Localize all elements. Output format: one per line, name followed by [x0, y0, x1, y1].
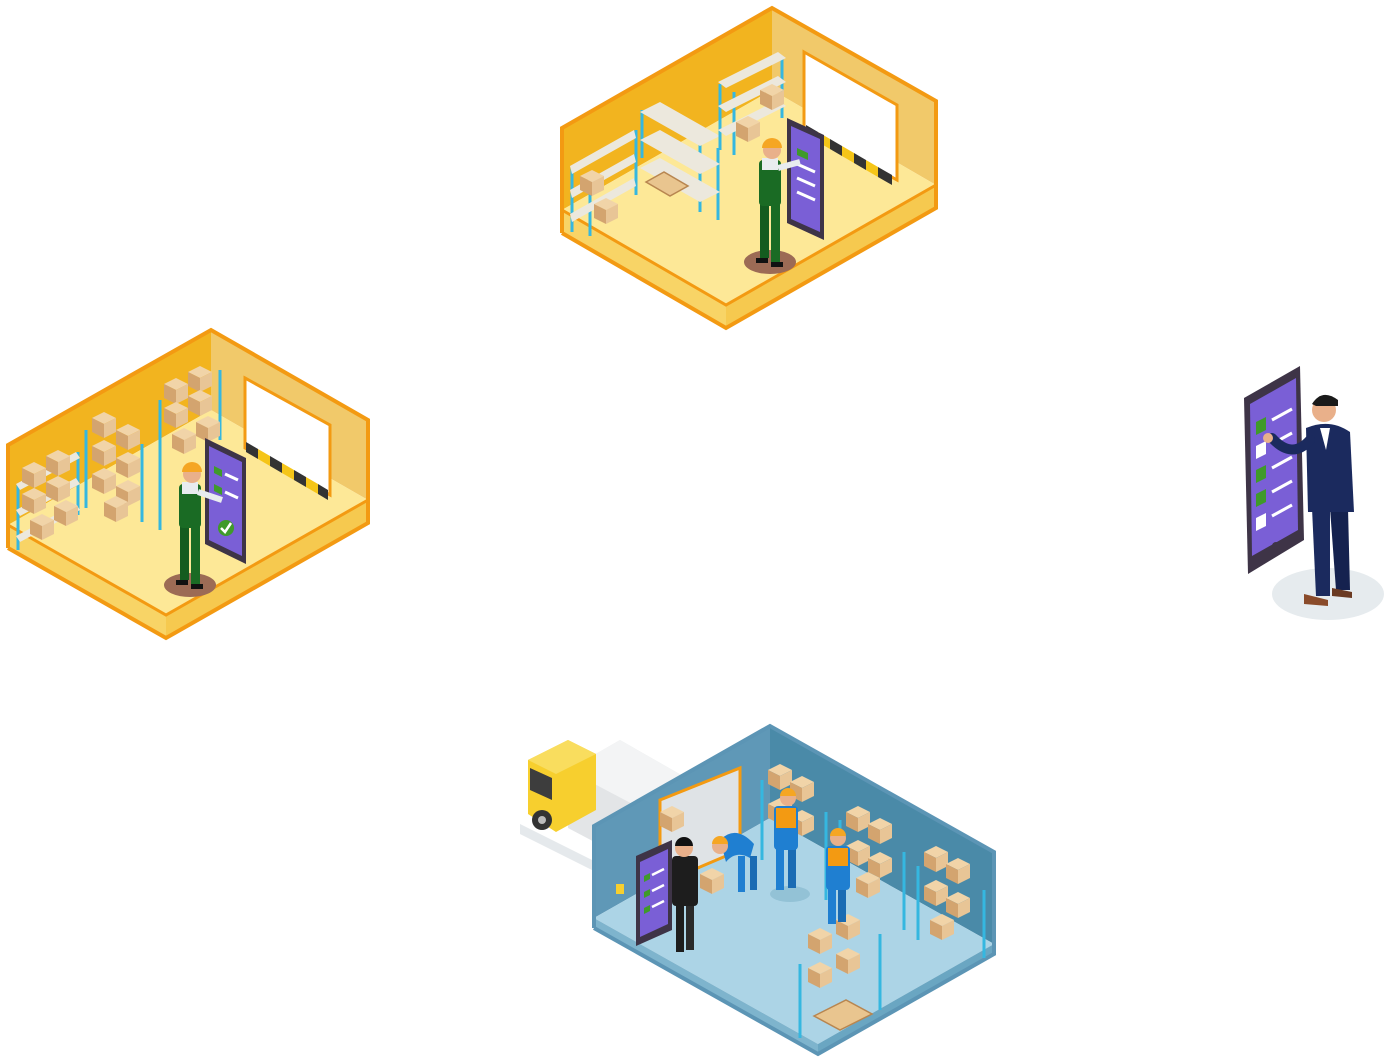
shelf-unit — [916, 866, 986, 958]
tablet-screen-icon — [787, 118, 824, 240]
tablet-screen-icon — [636, 840, 672, 946]
shelf-unit — [640, 102, 720, 220]
shelf-unit — [798, 934, 882, 1038]
room-floor-front — [562, 210, 726, 328]
tablet-screen-icon — [205, 438, 246, 564]
room-floor-front — [8, 525, 166, 638]
stocked-warehouse-room — [6, 327, 370, 641]
manager-with-tablet — [1244, 366, 1384, 620]
hazard-stripes — [246, 442, 328, 500]
room-floor-side — [818, 944, 994, 1054]
hazard-stripes — [806, 125, 892, 185]
empty-warehouse-room — [560, 5, 938, 331]
porter-figure — [770, 788, 810, 902]
room-outline — [6, 327, 370, 641]
pallet — [644, 171, 690, 197]
porter-figure — [826, 828, 850, 924]
tablet-screen-icon — [1244, 366, 1304, 574]
room-outline — [560, 5, 938, 331]
loading-dock-room — [520, 723, 996, 1057]
room-outline — [592, 723, 996, 1057]
dock-door — [243, 375, 332, 498]
room-floor-side — [726, 185, 936, 328]
businessman-figure — [1263, 394, 1354, 606]
dock-door — [802, 49, 899, 183]
worker-figure — [744, 138, 801, 274]
room-floor-side — [166, 500, 368, 638]
pallet — [812, 999, 874, 1031]
porter-figure — [712, 832, 757, 892]
supervisor-figure — [672, 837, 698, 952]
check-icon — [218, 520, 234, 536]
room-floor-front — [594, 918, 818, 1054]
light-switch — [616, 884, 624, 894]
shelf-unit — [158, 370, 222, 470]
worker-figure — [164, 462, 223, 597]
